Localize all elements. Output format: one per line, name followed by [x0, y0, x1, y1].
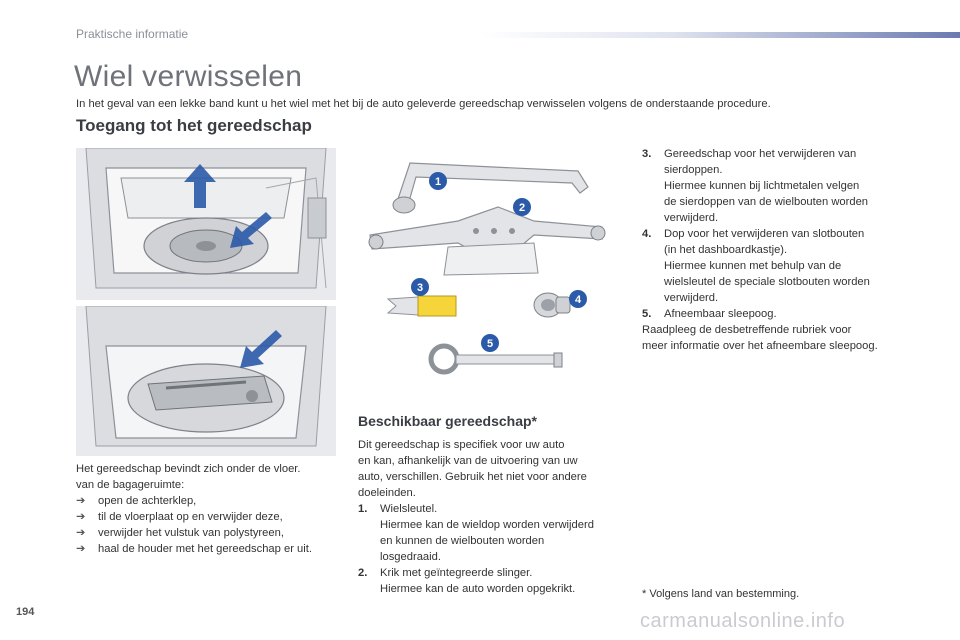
svg-text:3: 3	[417, 282, 423, 294]
bullet-icon: ➔	[76, 495, 86, 507]
svg-text:2: 2	[519, 202, 525, 214]
trunk-illustration-top	[76, 148, 336, 300]
list-item: 1.Wielsleutel. Hiermee kan de wieldop wo…	[358, 503, 594, 563]
bullet-icon: ➔	[76, 527, 86, 539]
svg-text:5: 5	[487, 338, 493, 350]
tools-heading: Beschikbaar gereedschap*	[358, 413, 537, 429]
trunk-photo-top	[76, 148, 336, 300]
page-number: 194	[16, 606, 35, 618]
list-item: 4.Dop voor het verwijderen van slotboute…	[642, 228, 870, 304]
watermark: carmanualsonline.info	[640, 610, 846, 632]
tools-text-right: 3.Gereedschap voor het verwijderen van s…	[642, 146, 922, 354]
trunk-illustration-bottom	[76, 306, 336, 456]
bullet-icon: ➔	[76, 543, 86, 555]
list-item: ➔til de vloerplaat op en verwijder deze,	[76, 511, 283, 523]
tools-illustration: 1 2 3 4 5	[358, 147, 620, 397]
page-title: Wiel verwisselen	[74, 60, 303, 93]
list-item: 5.Afneembaar sleepoog.	[642, 308, 777, 320]
footnote: * Volgens land van bestemming.	[642, 588, 800, 600]
list-item: ➔haal de houder met het gereedschap er u…	[76, 543, 312, 555]
access-lead-1: Het gereedschap bevindt zich onder de vl…	[76, 463, 301, 475]
refer-text-1: Raadpleeg de desbetreffende rubriek voor	[642, 324, 852, 336]
list-item: 3.Gereedschap voor het verwijderen van s…	[642, 148, 869, 224]
access-text: Het gereedschap bevindt zich onder de vl…	[76, 461, 346, 557]
section-label: Praktische informatie	[76, 27, 189, 41]
header-bar	[480, 32, 960, 38]
callout-4: 4	[569, 290, 587, 308]
callout-3: 3	[411, 278, 429, 296]
callout-2: 2	[513, 198, 531, 216]
list-item: ➔verwijder het vulstuk van polystyreen,	[76, 527, 284, 539]
svg-text:1: 1	[435, 176, 441, 188]
callout-1: 1	[429, 172, 447, 190]
callout-5: 5	[481, 334, 499, 352]
refer-text-2: meer informatie over het afneembare slee…	[642, 340, 878, 352]
tools-drawing: 1 2 3 4 5	[368, 162, 606, 375]
intro-text: In het geval van een lekke band kunt u h…	[76, 98, 771, 110]
svg-text:4: 4	[575, 294, 582, 306]
list-item: 2.Krik met geïntegreerde slinger. Hierme…	[358, 567, 576, 595]
access-heading: Toegang tot het gereedschap	[76, 116, 312, 135]
list-item: ➔open de achterklep,	[76, 495, 197, 507]
bullet-icon: ➔	[76, 511, 86, 523]
tools-text: Dit gereedschap is specifiek voor uw aut…	[358, 437, 628, 597]
access-lead-2: van de bagageruimte:	[76, 479, 185, 491]
trunk-photo-bottom	[76, 306, 336, 456]
